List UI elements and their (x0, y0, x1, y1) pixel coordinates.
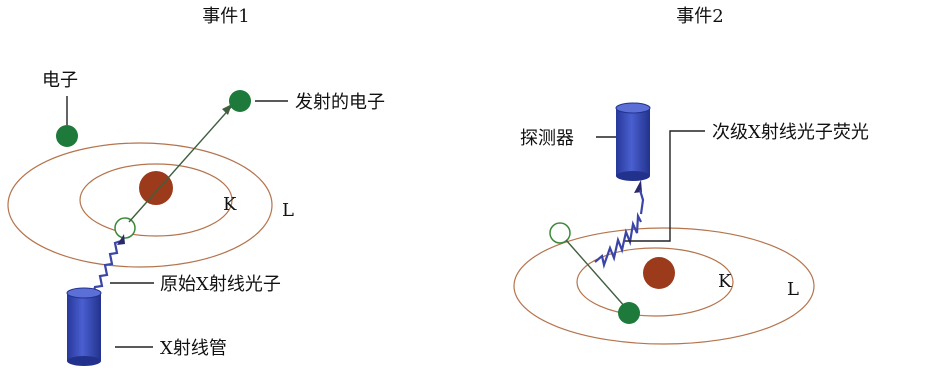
emitted-electron (229, 90, 251, 112)
secondary-photon-leader (625, 130, 705, 242)
detector-label: 探测器 (520, 128, 574, 149)
l-shell-orbit (513, 227, 815, 345)
event-1: 事件1 K L 电子 发射的电子 原始X射线光子 X射 (7, 6, 385, 366)
primary-photon-arrowhead (117, 234, 125, 245)
vacancy-circle (549, 222, 571, 244)
electron (56, 125, 78, 147)
secondary-photon-label: 次级X射线光子荧光 (712, 122, 869, 143)
primary-photon-wave (90, 239, 122, 299)
primary-photon-label: 原始X射线光子 (160, 274, 281, 295)
electron-label: 电子 (42, 70, 78, 91)
xray-tube-label: X射线管 (160, 338, 227, 359)
detector (615, 102, 651, 181)
emitted-electron-label: 发射的电子 (295, 92, 385, 113)
xray-tube (66, 287, 102, 366)
electron-transition-track (565, 239, 627, 309)
event-1-title: 事件1 (202, 6, 249, 27)
nucleus (643, 257, 675, 289)
k-shell-label: K (223, 194, 237, 215)
nucleus (139, 171, 173, 205)
emission-arrowhead (222, 104, 232, 115)
k-shell-label: K (718, 271, 732, 292)
l-shell-label: L (282, 200, 294, 221)
secondary-photon-arrowhead (634, 180, 642, 193)
k-shell-orbit (576, 247, 734, 317)
event-2-title: 事件2 (676, 6, 723, 27)
emission-track (128, 105, 233, 223)
vacancy-circle (114, 217, 136, 239)
l-shell-orbit (7, 142, 273, 268)
electron (618, 302, 640, 324)
l-shell-label: L (787, 279, 799, 300)
k-shell-orbit (79, 163, 233, 237)
event-2: 事件2 K L 探测器 次级X射线光子荧光 (513, 6, 869, 345)
secondary-photon-wave (594, 211, 642, 269)
